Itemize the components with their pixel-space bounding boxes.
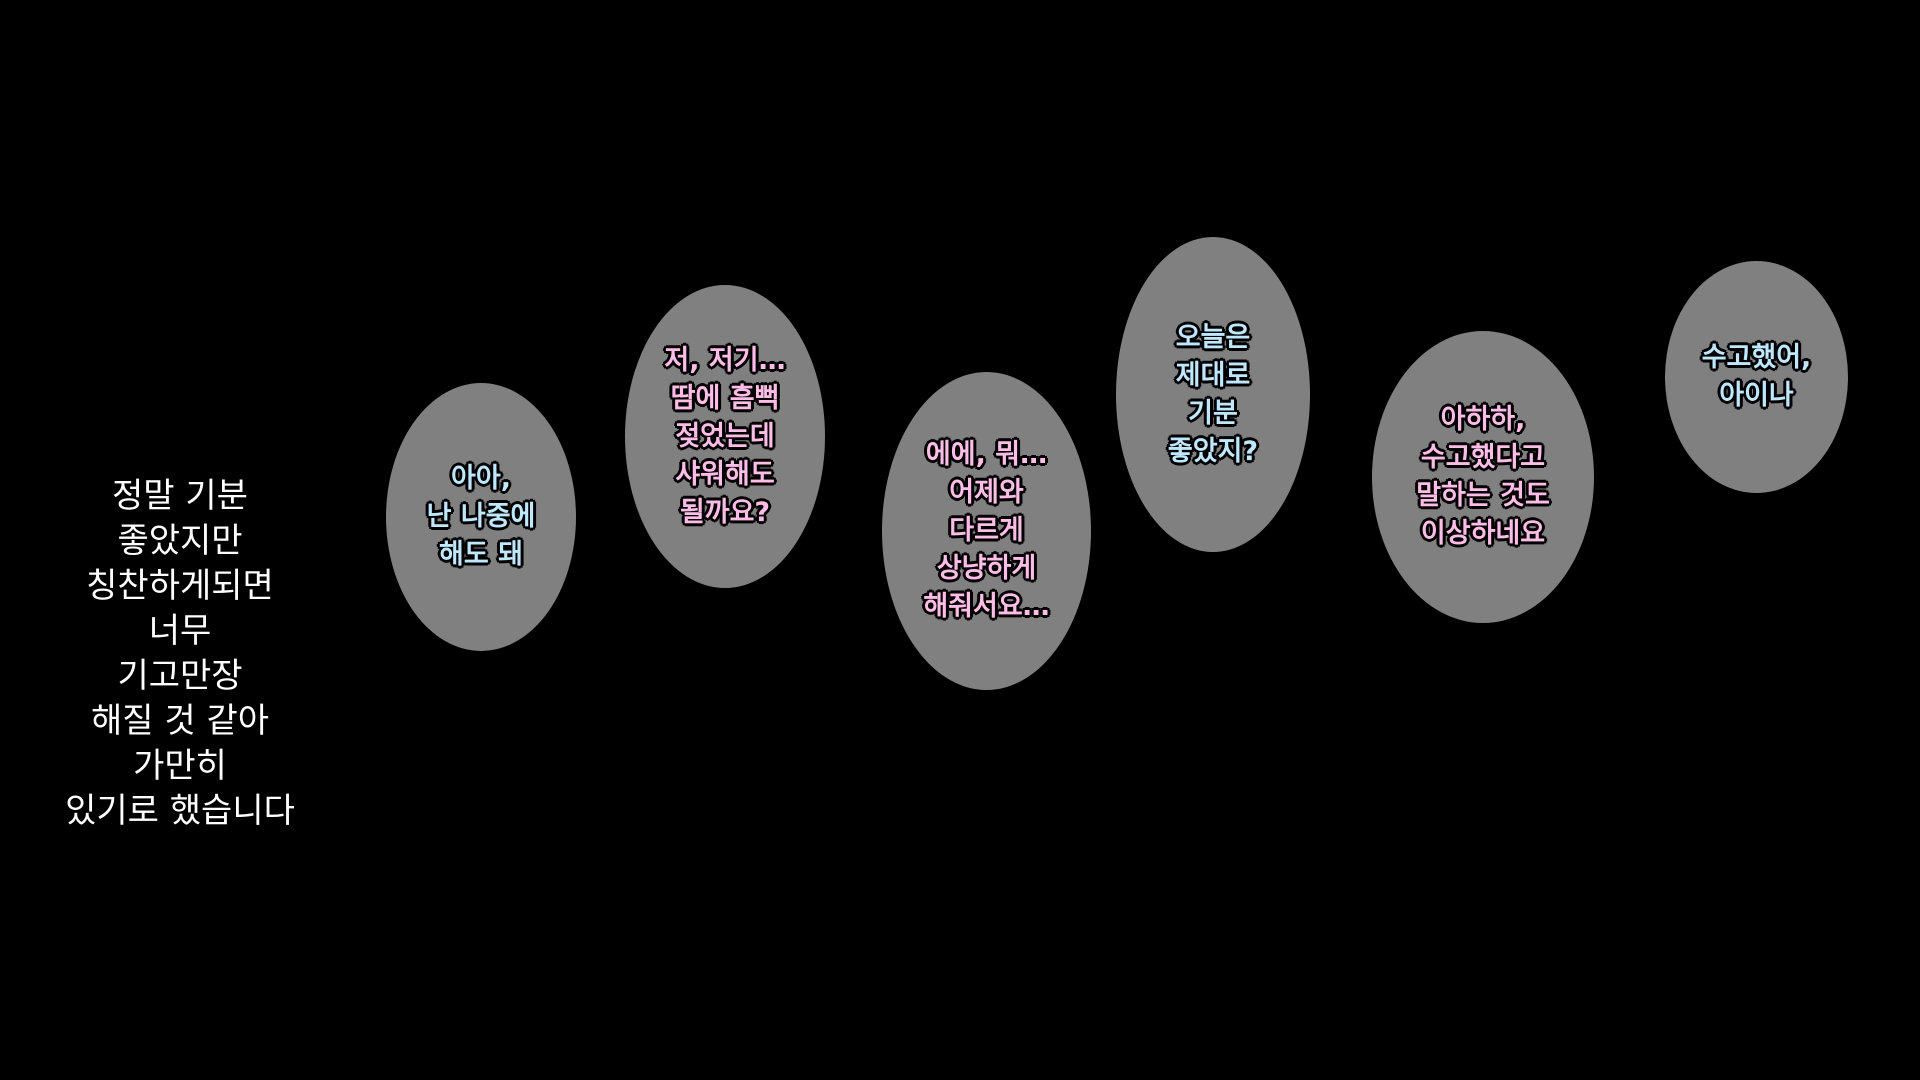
bubble-line: 해도 돼 [439,539,523,570]
bubble-line: 수고했어, [1701,342,1812,373]
narration-line: 칭찬하게되면 [86,566,274,606]
bubble-line: 기분 [1188,397,1238,429]
speech-bubble-2: 저, 저기… 땀에 흠뻑 젖었는데 샤워해도 될까요? [625,285,825,588]
speech-bubble-5: 아하하, 수고했다고 말하는 것도 이상하네요 [1372,331,1594,623]
narration-line: 좋았지만 [117,521,243,561]
narration-text: 정말 기분 좋았지만 칭찬하게되면 너무 기고만장 해질 것 같아 가만히 있기… [40,474,320,834]
speech-bubble-6: 수고했어, 아이나 [1665,261,1848,493]
bubble-line: 수고했다고 [1420,442,1546,473]
bubble-line: 해줘서요… [923,591,1050,622]
narration-line: 기고만장 [117,656,243,696]
bubble-line: 말하는 것도 [1416,480,1550,511]
bubble-line: 이상하네요 [1420,518,1546,549]
bubble-line: 제대로 [1175,359,1251,391]
bubble-line: 땀에 흠뻑 [670,382,780,414]
bubble-line: 다르게 [949,515,1024,546]
speech-bubble-4: 오늘은 제대로 기분 좋았지? [1116,237,1310,552]
speech-bubble-3: 에에, 뭐… 어제와 다르게 상냥하게 해줘서요… [882,372,1091,690]
speech-bubble-1: 아아, 난 나중에 해도 돼 [386,383,576,651]
bubble-line: 아아, [451,463,511,494]
bubble-line: 아이나 [1719,380,1794,411]
bubble-line: 난 나중에 [426,501,536,532]
narration-line: 해질 것 같아 [90,701,269,741]
bubble-line: 오늘은 [1175,321,1251,353]
bubble-line: 될까요? [679,496,771,528]
bubble-line: 젖었는데 [675,420,775,452]
narration-line: 있기로 했습니다 [65,791,295,831]
bubble-line: 상냥하게 [936,553,1037,584]
bubble-line: 아하하, [1440,404,1526,435]
narration-line: 너무 [148,611,212,651]
bubble-line: 에에, 뭐… [925,439,1048,470]
bubble-line: 어제와 [949,477,1024,508]
bubble-line: 저, 저기… [664,344,786,376]
bubble-line: 샤워해도 [675,458,775,490]
bubble-line: 좋았지? [1167,435,1259,467]
narration-line: 정말 기분 [112,476,248,516]
narration-line: 가만히 [133,746,227,786]
